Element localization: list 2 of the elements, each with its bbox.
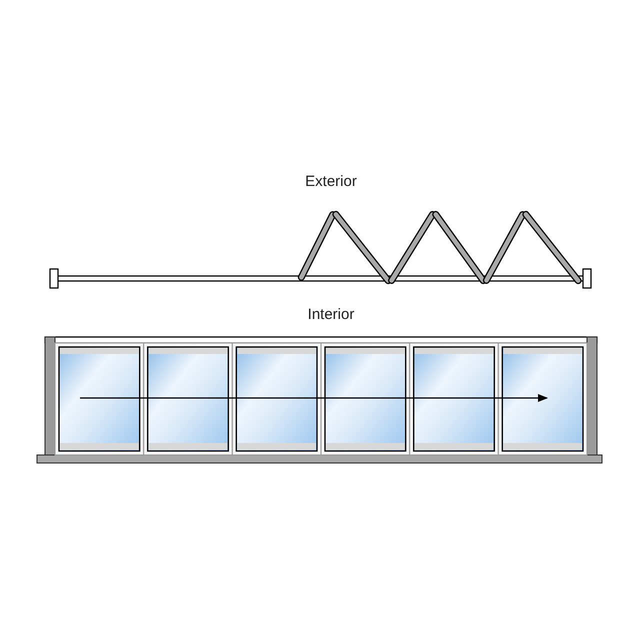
view-label: Exterior <box>305 172 357 192</box>
view-label: Interior <box>308 304 354 325</box>
